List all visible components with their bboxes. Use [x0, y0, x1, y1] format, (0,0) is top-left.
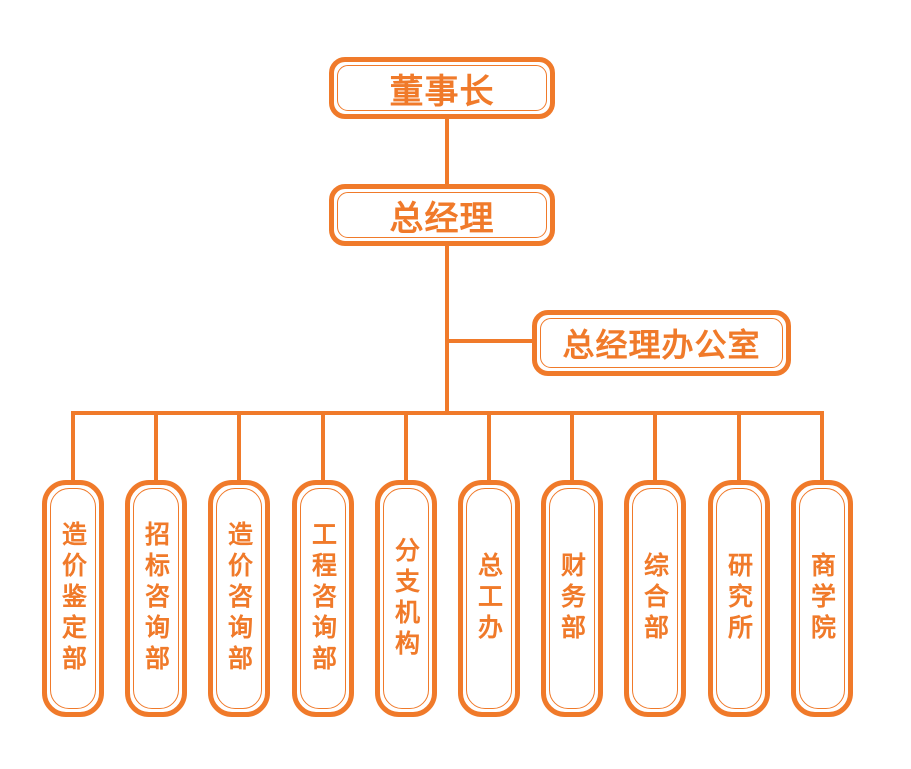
department-label: 财务部 — [557, 552, 587, 645]
general-manager-node: 总经理 — [329, 184, 555, 246]
connector-department — [487, 413, 491, 483]
connector-department — [404, 413, 408, 483]
department-label: 工程咨询部 — [308, 521, 338, 676]
gm-office-label: 总经理办公室 — [562, 326, 761, 364]
department-node: 工程咨询部 — [292, 480, 354, 717]
department-node: 总工办 — [458, 480, 520, 717]
department-node: 分支机构 — [375, 480, 437, 717]
department-node: 研究所 — [708, 480, 770, 717]
gm-office-node: 总经理办公室 — [532, 310, 791, 376]
department-node: 招标咨询部 — [125, 480, 187, 717]
chairman-label: 董事长 — [389, 71, 495, 112]
connector-chairman-gm — [445, 118, 449, 186]
department-label: 综合部 — [640, 552, 670, 645]
connector-department — [820, 413, 824, 483]
department-label: 研究所 — [724, 552, 754, 645]
department-label: 招标咨询部 — [141, 521, 171, 676]
department-node: 商学院 — [791, 480, 853, 717]
chairman-node: 董事长 — [329, 57, 555, 119]
department-label: 总工办 — [474, 552, 504, 645]
connector-department — [71, 413, 75, 483]
department-label: 造价咨询部 — [224, 521, 254, 676]
connector-gm-office — [447, 339, 535, 343]
connector-department — [653, 413, 657, 483]
department-node: 造价鉴定部 — [42, 480, 104, 717]
department-node: 综合部 — [624, 480, 686, 717]
connector-department — [237, 413, 241, 483]
department-label: 造价鉴定部 — [58, 521, 88, 676]
department-label: 分支机构 — [391, 536, 421, 661]
department-bus — [71, 411, 824, 415]
department-node: 造价咨询部 — [208, 480, 270, 717]
connector-gm-bus — [445, 245, 449, 415]
connector-department — [737, 413, 741, 483]
connector-department — [154, 413, 158, 483]
department-node: 财务部 — [541, 480, 603, 717]
connector-department — [321, 413, 325, 483]
connector-department — [570, 413, 574, 483]
department-label: 商学院 — [807, 552, 837, 645]
general-manager-label: 总经理 — [389, 198, 495, 239]
